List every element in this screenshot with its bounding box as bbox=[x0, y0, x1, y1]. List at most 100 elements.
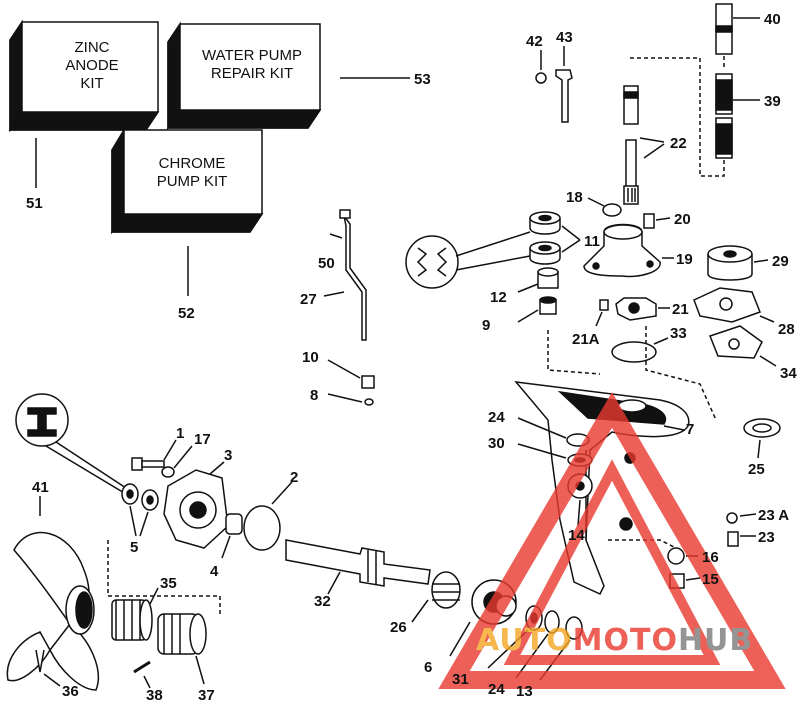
label-37: 37 bbox=[198, 687, 215, 703]
label-51: 51 bbox=[26, 195, 43, 212]
grommet-42 bbox=[535, 72, 547, 84]
propeller-41 bbox=[6, 531, 99, 691]
propeller-shaft-32 bbox=[285, 539, 431, 587]
label-23a: 23 A bbox=[758, 507, 789, 524]
label-24-lower: 24 bbox=[488, 681, 505, 698]
label-6: 6 bbox=[424, 659, 432, 676]
watermark-auto: AUTO bbox=[476, 623, 573, 658]
label-26: 26 bbox=[390, 619, 407, 636]
label-4: 4 bbox=[210, 563, 219, 580]
label-1: 1 bbox=[176, 425, 184, 442]
label-22: 22 bbox=[670, 135, 687, 152]
label-41: 41 bbox=[32, 479, 49, 496]
seal-detail-callout-upper bbox=[405, 231, 531, 289]
label-3: 3 bbox=[224, 447, 232, 464]
water-pump-repair-kit-box bbox=[166, 21, 322, 131]
pump-housing-19 bbox=[583, 223, 661, 278]
label-40: 40 bbox=[764, 11, 781, 28]
label-15: 15 bbox=[702, 571, 719, 588]
label-52: 52 bbox=[178, 305, 195, 322]
label-30: 30 bbox=[488, 435, 505, 452]
label-29: 29 bbox=[772, 253, 789, 270]
impeller-key-21a bbox=[599, 299, 609, 311]
impeller-plate-28 bbox=[693, 287, 761, 323]
label-25: 25 bbox=[748, 461, 765, 478]
label-33: 33 bbox=[670, 325, 687, 342]
water-pump-kit-line1: WATER PUMP bbox=[202, 47, 302, 64]
label-35: 35 bbox=[160, 575, 177, 592]
label-5: 5 bbox=[130, 539, 138, 556]
gasket-34 bbox=[709, 325, 763, 359]
grommet-10 bbox=[361, 375, 375, 389]
seal-11-lower bbox=[529, 241, 561, 265]
drive-shaft-22 bbox=[623, 85, 639, 205]
label-14: 14 bbox=[568, 527, 585, 544]
label-2: 2 bbox=[290, 469, 298, 486]
plug-16 bbox=[667, 547, 685, 565]
washer-23a bbox=[726, 512, 738, 524]
bearing-12 bbox=[537, 267, 559, 289]
spacer-37 bbox=[157, 613, 207, 655]
pump-cup-29 bbox=[707, 245, 753, 281]
clutch-dog-26 bbox=[431, 571, 461, 609]
seal-13 bbox=[565, 616, 583, 640]
chrome-pump-kit-box bbox=[110, 127, 264, 235]
zinc-anode-kit-line1: ZINC bbox=[75, 39, 110, 56]
label-50: 50 bbox=[318, 255, 335, 272]
chrome-pump-kit-line2: PUMP KIT bbox=[157, 173, 228, 190]
shift-rod-sections bbox=[715, 73, 733, 159]
ring-8 bbox=[364, 398, 374, 406]
label-23: 23 bbox=[758, 529, 775, 546]
pin-38 bbox=[133, 660, 151, 674]
label-24-upper: 24 bbox=[488, 409, 505, 426]
chrome-pump-kit-line1: CHROME bbox=[159, 155, 226, 172]
bearing-housing-3 bbox=[163, 469, 229, 549]
cover-25 bbox=[743, 418, 781, 438]
watermark-logo: AUTOMOTOHUB bbox=[438, 392, 786, 689]
o-ring-33 bbox=[611, 341, 657, 363]
zinc-anode-kit-line2: ANODE bbox=[65, 57, 118, 74]
bushing-4 bbox=[225, 513, 243, 535]
label-28: 28 bbox=[778, 321, 795, 338]
label-36: 36 bbox=[62, 683, 79, 700]
impeller-21 bbox=[615, 297, 657, 321]
seal-detail-callout-lower bbox=[15, 393, 137, 501]
seal-5-left bbox=[121, 483, 139, 505]
label-31: 31 bbox=[452, 671, 469, 688]
zinc-anode-kit-box bbox=[8, 19, 160, 133]
seal-18 bbox=[602, 203, 622, 217]
label-27: 27 bbox=[300, 291, 317, 308]
zinc-anode-kit-line3: KIT bbox=[80, 75, 103, 92]
shift-lever-43 bbox=[555, 69, 573, 123]
label-42: 42 bbox=[526, 33, 543, 50]
label-11: 11 bbox=[584, 233, 600, 250]
screw-20 bbox=[643, 213, 655, 229]
washer-24-lower bbox=[544, 610, 560, 634]
label-13: 13 bbox=[516, 683, 533, 700]
seal-5-right bbox=[141, 489, 159, 511]
cotter-pin-36 bbox=[35, 649, 45, 673]
bushing-9 bbox=[539, 296, 557, 315]
washer-17 bbox=[161, 466, 175, 478]
shift-rod-upper bbox=[715, 3, 733, 55]
screw-1 bbox=[131, 457, 165, 471]
label-21a: 21A bbox=[572, 331, 600, 348]
label-34: 34 bbox=[780, 365, 797, 382]
label-32: 32 bbox=[314, 593, 331, 610]
label-39: 39 bbox=[764, 93, 781, 110]
thrust-hub-35 bbox=[111, 599, 153, 641]
label-18: 18 bbox=[566, 189, 583, 206]
watermark-hub: HUB bbox=[678, 623, 753, 658]
shift-rod-27 bbox=[339, 209, 367, 341]
label-17: 17 bbox=[194, 431, 211, 448]
label-19: 19 bbox=[676, 251, 693, 268]
part-number-labels: 51 52 53 42 43 40 39 22 18 20 11 19 29 1… bbox=[26, 11, 797, 703]
label-8: 8 bbox=[310, 387, 318, 404]
screw-23 bbox=[727, 531, 739, 547]
label-20: 20 bbox=[674, 211, 691, 228]
label-43: 43 bbox=[556, 29, 573, 46]
label-21: 21 bbox=[672, 301, 689, 318]
label-38: 38 bbox=[146, 687, 163, 703]
